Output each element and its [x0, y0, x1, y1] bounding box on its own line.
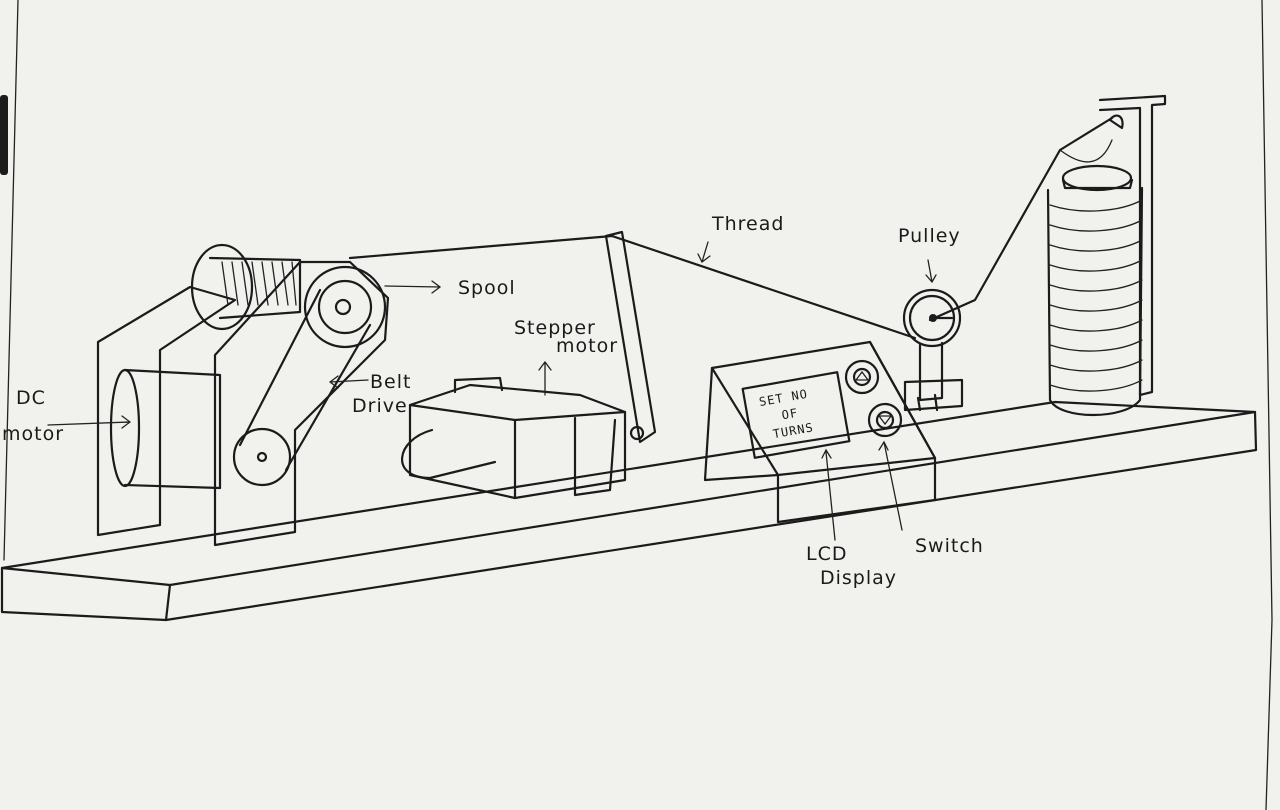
base-board	[2, 402, 1256, 620]
stepper-label-line2: motor	[556, 335, 618, 357]
belt-label-line2: Drive	[352, 395, 408, 417]
pulley	[904, 290, 962, 410]
lcd-screen: SET NO OF TURNS	[758, 387, 815, 443]
lcd-label-line2: Display	[820, 567, 897, 589]
spool-label: Spool	[458, 277, 516, 299]
lcd-line-1: SET NO	[758, 387, 809, 409]
lcd-line-3: TURNS	[772, 420, 815, 441]
spool	[192, 245, 300, 329]
thread-label: Thread	[711, 213, 784, 235]
stepper-motor	[402, 378, 625, 498]
belt-label-line1: Belt	[370, 371, 411, 393]
dc-motor-label-line2: motor	[2, 423, 64, 445]
lcd-line-2: OF	[781, 406, 800, 423]
dc-motor-label-line1: DC	[16, 387, 46, 409]
switch-label: Switch	[915, 535, 984, 557]
lcd-label-line1: LCD	[806, 543, 847, 565]
pulley-label: Pulley	[898, 225, 961, 247]
thread-cone	[1048, 96, 1165, 415]
